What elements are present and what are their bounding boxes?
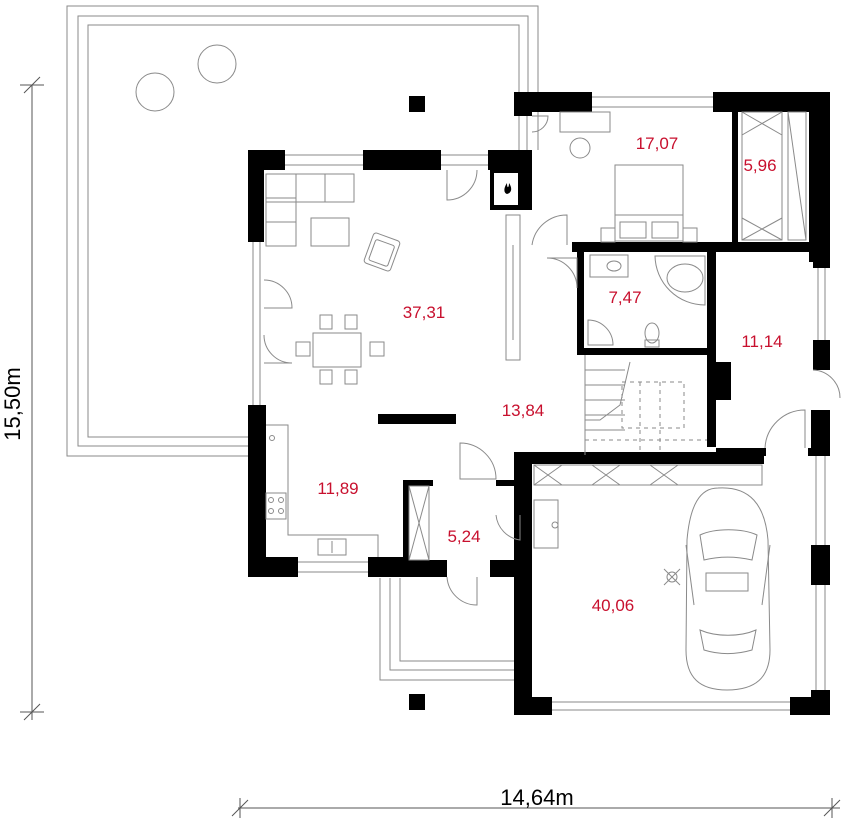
room-area-label: 5,96	[743, 156, 776, 175]
entrance-porch	[379, 578, 515, 681]
plant-icon	[197, 44, 237, 84]
room-area-label: 40,06	[592, 596, 635, 615]
porch-column	[409, 694, 425, 710]
room-area-label: 5,24	[447, 527, 480, 546]
bathtub-icon	[654, 255, 706, 306]
plant-icon	[135, 72, 175, 112]
furniture	[265, 111, 807, 586]
car-icon	[685, 487, 771, 691]
sink-icon	[317, 538, 347, 556]
kitchen-counter	[266, 424, 379, 557]
stove-icon	[265, 492, 287, 520]
staircase	[584, 355, 707, 455]
room-labels: 17,07 5,96 7,47 37,31 11,14 13,84 11,89 …	[317, 134, 782, 615]
terrace-column	[409, 96, 425, 112]
dining-table-icon	[312, 332, 362, 368]
ceiling-lamp-icon	[663, 568, 681, 586]
coffee-table-icon	[310, 217, 350, 247]
interior-walls	[378, 112, 830, 577]
armchair-icon	[363, 232, 401, 272]
chair-icon	[569, 137, 591, 159]
width-dimension-label: 14,64m	[500, 785, 573, 810]
room-area-label: 13,84	[502, 401, 545, 420]
room-area-label: 11,89	[317, 479, 358, 498]
room-area-label: 17,07	[636, 134, 679, 153]
washbasin-icon	[589, 254, 629, 278]
shower-icon	[587, 319, 614, 346]
toilet-icon	[644, 322, 660, 344]
height-dimension	[20, 76, 44, 721]
windows	[252, 96, 826, 711]
width-dimension	[231, 798, 841, 818]
bed-icon	[614, 164, 684, 242]
room-area-label: 7,47	[608, 288, 641, 307]
height-dimension-label: 15,50m	[0, 367, 25, 440]
doors	[263, 115, 841, 606]
desk-icon	[559, 111, 611, 133]
fireplace-icon	[504, 183, 512, 194]
room-area-label: 37,31	[403, 303, 446, 322]
room-area-label: 11,14	[741, 332, 782, 351]
